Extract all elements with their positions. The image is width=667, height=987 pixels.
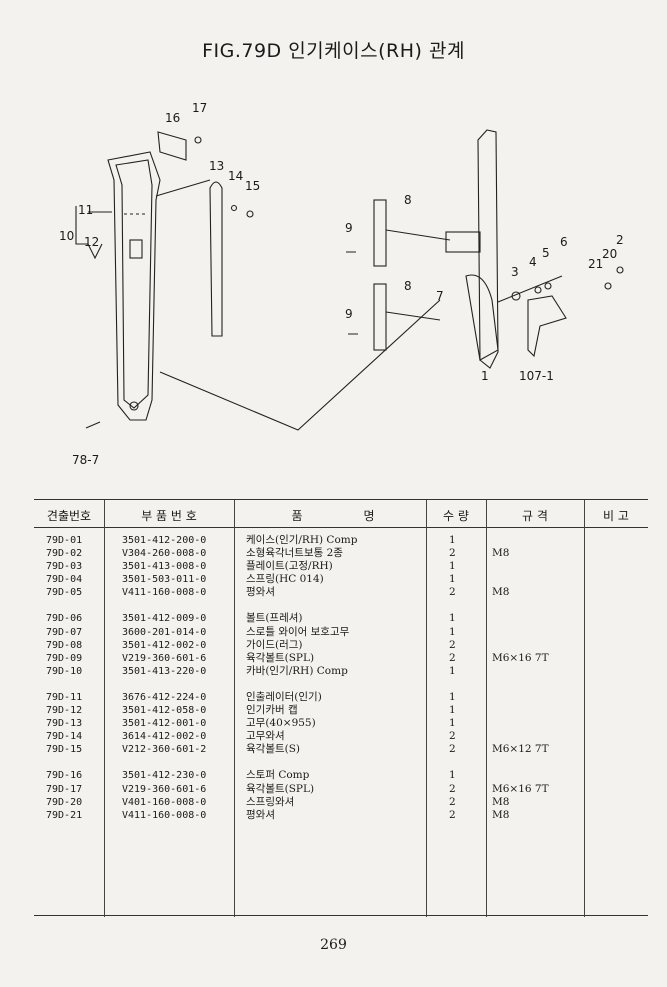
callout-1: 1 (481, 369, 489, 383)
guide-upper-drawing (373, 199, 387, 267)
callout-7: 7 (436, 289, 444, 303)
header-name-a: 품 (291, 509, 303, 523)
callout-2: 2 (616, 233, 624, 247)
rubber-strip-drawing (209, 181, 223, 337)
column-divider (584, 500, 585, 917)
table-header: 견출번호 부 품 번 호 품 명 수 량 규 격 비 고 (34, 500, 648, 528)
column-divider (486, 500, 487, 917)
header-remark: 비 고 (603, 509, 629, 523)
column-divider (426, 500, 427, 917)
column-divider (104, 500, 105, 917)
exploded-parts-diagram: 1 2 3 4 5 6 7 8 8 9 9 10 11 12 13 14 15 … (59, 101, 624, 467)
callout-5: 5 (542, 246, 550, 260)
callout-107-1: 107-1 (519, 369, 554, 383)
callout-13: 13 (209, 159, 224, 173)
stopper-bracket-drawing (157, 131, 187, 161)
callout-78-7: 78-7 (72, 453, 99, 467)
header-no: 견출번호 (46, 509, 92, 523)
header-part: 부 품 번 호 (141, 509, 197, 523)
header-name-b: 명 (363, 509, 375, 523)
stopper-drawing (527, 295, 567, 358)
page-number: 269 (320, 937, 347, 953)
case-rh-drawing (107, 151, 161, 421)
callout-3: 3 (511, 265, 519, 279)
callout-21: 21 (588, 257, 603, 271)
callout-15: 15 (245, 179, 260, 193)
callout-11: 11 (78, 203, 93, 217)
guide-lower-drawing (373, 283, 387, 351)
callout-8-lower: 8 (404, 279, 412, 293)
callout-9-upper: 9 (345, 221, 353, 235)
callout-16: 16 (165, 111, 180, 125)
callout-6: 6 (560, 235, 568, 249)
callout-9-lower: 9 (345, 307, 353, 321)
header-qty: 수 량 (443, 509, 469, 523)
callout-17: 17 (192, 101, 207, 115)
callout-8-upper: 8 (404, 193, 412, 207)
header-spec: 규 격 (522, 509, 548, 523)
cover-rh-drawing (445, 129, 499, 369)
callout-4: 4 (529, 255, 537, 269)
callout-20: 20 (602, 247, 617, 261)
callout-10: 10 (59, 229, 74, 243)
callout-14: 14 (228, 169, 243, 183)
callout-12: 12 (84, 235, 99, 249)
column-divider (234, 500, 235, 917)
page-title: FIG.79D 인기케이스(RH) 관계 (202, 40, 465, 62)
